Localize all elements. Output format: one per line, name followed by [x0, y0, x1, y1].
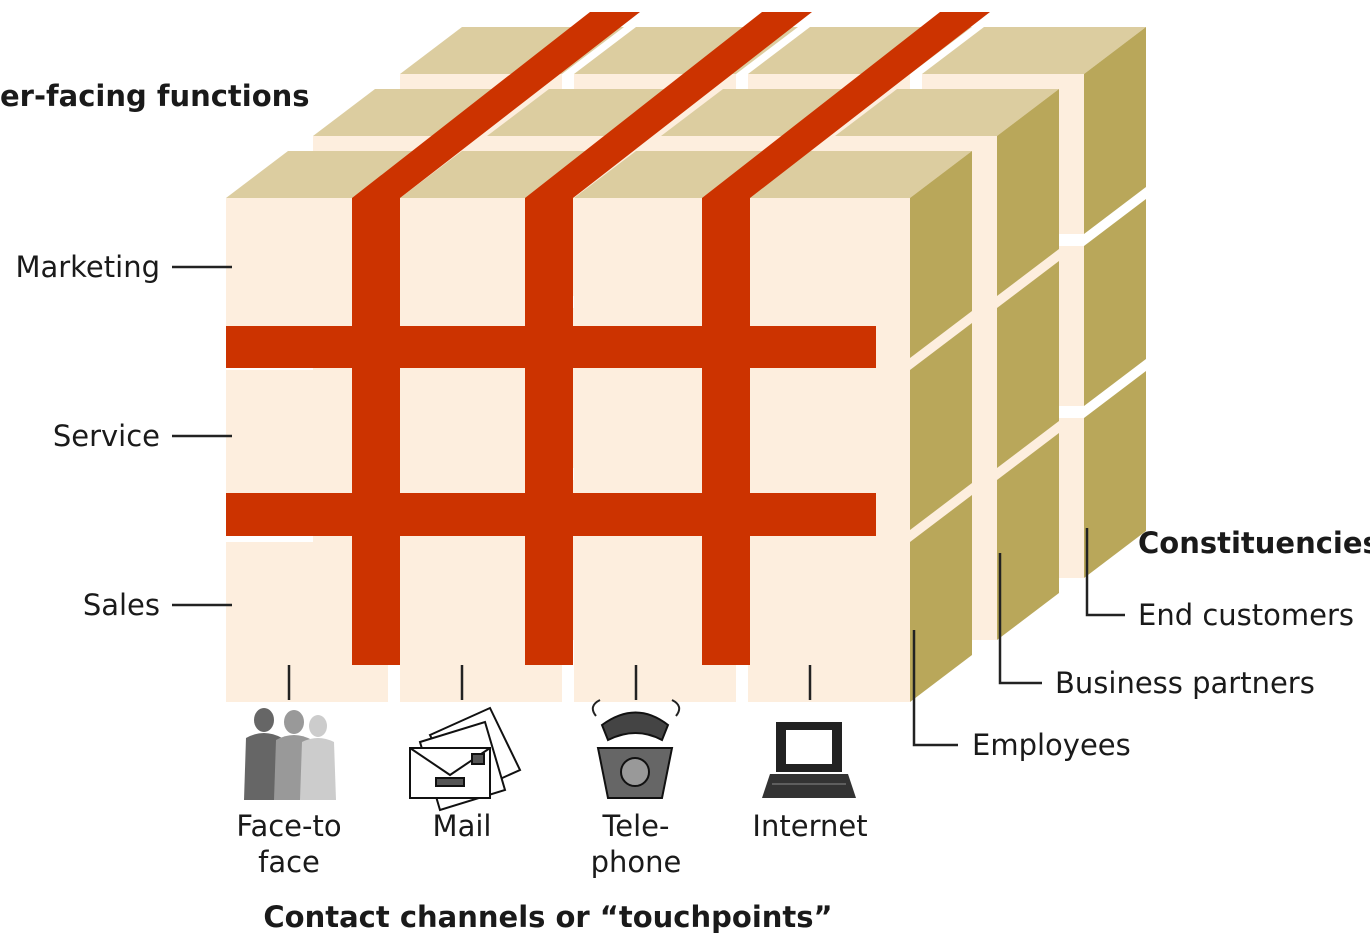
block-top-face — [748, 151, 972, 198]
block-top-face — [835, 89, 1059, 136]
channel-internet-line1: Internet — [752, 809, 868, 843]
block-front-face — [400, 370, 562, 530]
constituency-leader-lines — [912, 528, 1125, 747]
constituency-label-business-partners: Business partners — [1055, 666, 1315, 700]
block-side-face — [997, 433, 1059, 640]
block-front-face — [574, 542, 736, 702]
red-band-3 — [525, 198, 573, 665]
block-front-face — [400, 198, 562, 358]
channel-mail-line1: Mail — [432, 809, 492, 843]
red-band-2 — [352, 198, 400, 665]
constituency-label-employees: Employees — [972, 728, 1131, 762]
red-band-5 — [352, 12, 640, 198]
channel-label-face-to-face: Face-to face — [209, 808, 369, 880]
block-front-face — [748, 370, 910, 530]
channel-label-internet: Internet — [730, 808, 890, 844]
block-front-face — [226, 542, 388, 702]
leader-employees — [912, 630, 958, 747]
function-label-marketing: Marketing — [15, 250, 160, 284]
leader-business-partners — [998, 553, 1042, 685]
block-side-face — [910, 323, 972, 530]
block-front-face — [748, 198, 910, 358]
constituency-label-end-customers: End customers — [1138, 598, 1354, 632]
channels-axis-title: Contact channels or “touchpoints” — [263, 900, 833, 934]
block-front-face — [574, 370, 736, 530]
block-front-face — [226, 198, 388, 358]
red-band-6 — [525, 12, 812, 198]
block-top-face — [922, 27, 1146, 74]
channel-face-line2: face — [258, 845, 320, 879]
block-side-face — [1084, 199, 1146, 406]
block-side-face — [997, 89, 1059, 296]
laptop-icon — [762, 722, 856, 798]
telephone-icon — [591, 699, 681, 799]
channel-leader-lines — [287, 665, 812, 700]
block-side-face — [1084, 371, 1146, 578]
block-front-face — [574, 198, 736, 358]
function-leader-lines — [172, 265, 232, 607]
channel-face-line1: Face-to — [236, 809, 342, 843]
channel-telephone-line1: Tele- — [602, 809, 670, 843]
function-label-service: Service — [52, 419, 160, 453]
functions-axis-title: er-facing functions — [0, 79, 310, 113]
channel-label-mail: Mail — [382, 808, 542, 844]
block-side-face — [910, 151, 972, 358]
block-side-face — [1084, 27, 1146, 234]
block-side-face — [997, 261, 1059, 468]
channel-label-telephone: Tele- phone — [556, 808, 716, 880]
cube-blocks — [226, 12, 1146, 702]
people-icon — [244, 708, 336, 800]
constituencies-axis-title: Constituencies — [1138, 526, 1370, 560]
red-band-4 — [702, 198, 750, 665]
mail-envelopes-icon — [409, 706, 522, 812]
red-band-7 — [702, 12, 990, 198]
block-front-face — [748, 542, 910, 702]
block-side-face — [910, 495, 972, 702]
block-front-face — [400, 542, 562, 702]
channel-telephone-line2: phone — [590, 845, 682, 879]
function-label-sales: Sales — [82, 588, 160, 622]
leader-end-customers — [1085, 528, 1125, 617]
block-front-face — [226, 370, 388, 530]
